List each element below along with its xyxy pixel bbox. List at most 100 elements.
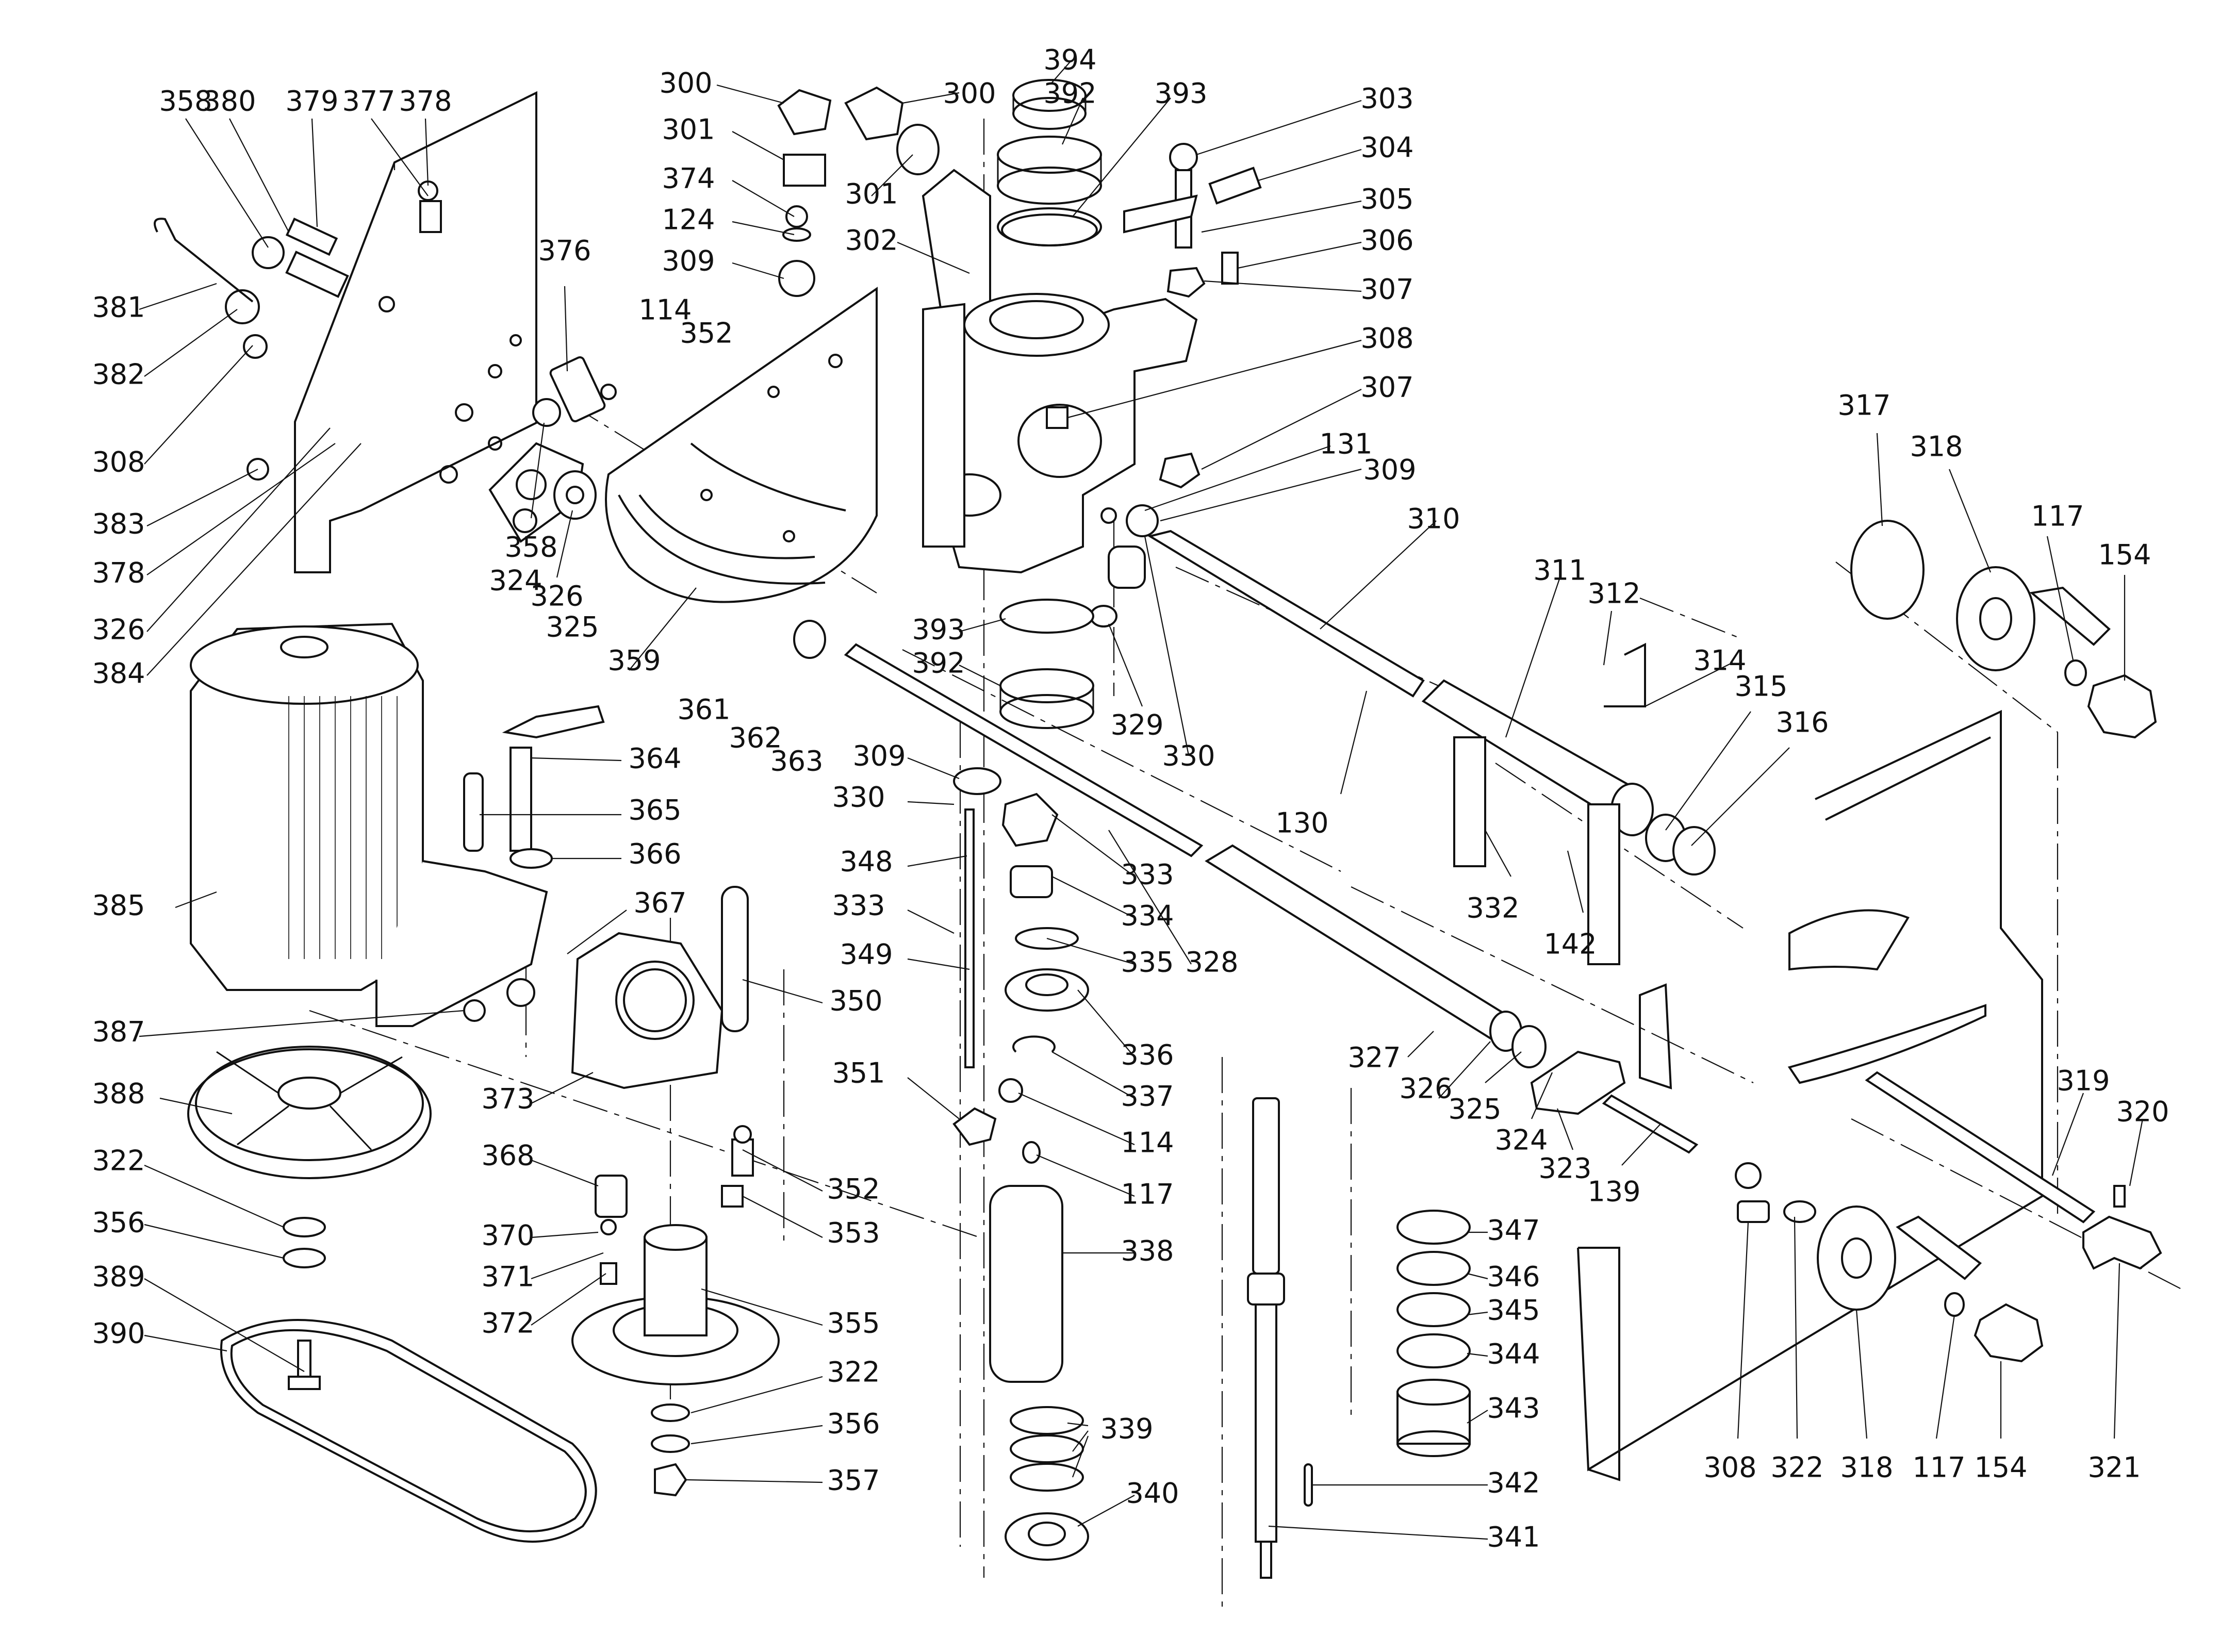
callout-label-131: 131 bbox=[1319, 428, 1372, 460]
callout-label-348: 348 bbox=[840, 846, 893, 878]
callout-label-307: 307 bbox=[1360, 371, 1413, 404]
callout-label-370: 370 bbox=[481, 1219, 534, 1252]
motor-plate-373 bbox=[463, 886, 749, 1089]
callout-label-154: 154 bbox=[1974, 1451, 2027, 1484]
callout-label-330: 330 bbox=[832, 781, 885, 814]
callout-label-330: 330 bbox=[1162, 740, 1215, 772]
callout-label-362: 362 bbox=[729, 722, 782, 754]
callout-label-117: 117 bbox=[2031, 500, 2084, 533]
callout-label-383: 383 bbox=[92, 508, 145, 540]
callout-label-308: 308 bbox=[1360, 322, 1413, 355]
callout-label-325: 325 bbox=[1448, 1093, 1501, 1126]
callout-label-376: 376 bbox=[538, 235, 591, 267]
callout-label-371: 371 bbox=[481, 1261, 534, 1293]
tube-327 bbox=[1205, 844, 1699, 1154]
handwheel-upper bbox=[1850, 520, 2157, 739]
callout-label-322: 322 bbox=[1770, 1451, 1823, 1484]
callout-label-365: 365 bbox=[628, 794, 681, 827]
callout-label-310: 310 bbox=[1407, 503, 1460, 535]
callout-label-361: 361 bbox=[677, 693, 730, 726]
callout-label-349: 349 bbox=[840, 938, 893, 971]
shaft-310 bbox=[1100, 504, 1425, 698]
callout-label-333: 333 bbox=[1121, 858, 1174, 891]
callout-label-356: 356 bbox=[92, 1207, 145, 1239]
spring-stack bbox=[1396, 1210, 1471, 1457]
callout-label-335: 335 bbox=[1121, 946, 1174, 979]
callout-label-315: 315 bbox=[1734, 670, 1787, 703]
callout-label-312: 312 bbox=[1587, 577, 1640, 610]
handwheel-lower bbox=[1735, 1071, 2162, 1363]
callout-label-340: 340 bbox=[1126, 1477, 1179, 1510]
callout-label-314: 314 bbox=[1693, 645, 1746, 677]
callout-label-392: 392 bbox=[1043, 77, 1096, 110]
callout-label-336: 336 bbox=[1121, 1039, 1174, 1071]
pulley-355 bbox=[571, 1125, 780, 1497]
callout-label-318: 318 bbox=[1840, 1451, 1893, 1484]
callout-label-311: 311 bbox=[1533, 554, 1586, 587]
callout-label-378: 378 bbox=[399, 85, 452, 118]
spindle-341 bbox=[1247, 1097, 1313, 1579]
callout-label-321: 321 bbox=[2087, 1451, 2141, 1484]
callout-label-301: 301 bbox=[662, 113, 715, 146]
callout-label-333: 333 bbox=[832, 889, 885, 922]
callout-label-308: 308 bbox=[1703, 1451, 1756, 1484]
eye-bolt-group bbox=[1046, 143, 1262, 489]
callout-label-114: 114 bbox=[1121, 1127, 1174, 1159]
callout-label-328: 328 bbox=[1185, 946, 1238, 979]
callout-label-324: 324 bbox=[1494, 1124, 1548, 1157]
callout-label-372: 372 bbox=[481, 1307, 534, 1340]
callout-label-366: 366 bbox=[628, 838, 681, 870]
callout-label-377: 377 bbox=[342, 85, 395, 118]
motor-385 bbox=[190, 622, 548, 1027]
callout-label-355: 355 bbox=[827, 1307, 880, 1340]
callout-label-342: 342 bbox=[1487, 1467, 1540, 1499]
callout-label-338: 338 bbox=[1121, 1235, 1174, 1267]
callout-label-353: 353 bbox=[827, 1217, 880, 1249]
callout-label-352: 352 bbox=[680, 317, 733, 350]
callout-label-368: 368 bbox=[481, 1139, 534, 1172]
callout-label-367: 367 bbox=[633, 887, 686, 919]
callout-label-379: 379 bbox=[285, 85, 338, 118]
callout-label-374: 374 bbox=[662, 162, 715, 195]
callout-label-358: 358 bbox=[159, 85, 212, 118]
top-rings bbox=[997, 79, 1102, 246]
tube-311 bbox=[1421, 642, 1716, 965]
clamp-lever bbox=[463, 705, 605, 869]
callout-label-325: 325 bbox=[546, 611, 599, 643]
callout-label-378: 378 bbox=[92, 557, 145, 589]
callout-label-300: 300 bbox=[943, 77, 996, 110]
callout-label-301: 301 bbox=[845, 178, 898, 210]
callout-label-344: 344 bbox=[1487, 1338, 1540, 1370]
callout-label-309: 309 bbox=[852, 740, 906, 772]
callout-label-394: 394 bbox=[1043, 44, 1096, 76]
callout-label-352: 352 bbox=[827, 1173, 880, 1205]
callout-label-117: 117 bbox=[1912, 1451, 1965, 1484]
spindle-column-parts bbox=[952, 767, 1089, 1561]
callout-label-393: 393 bbox=[1154, 77, 1207, 110]
callout-label-317: 317 bbox=[1837, 389, 1890, 422]
callout-label-305: 305 bbox=[1360, 183, 1413, 216]
callout-label-393: 393 bbox=[912, 614, 965, 646]
callout-label-357: 357 bbox=[827, 1464, 880, 1497]
bearing-bracket-group bbox=[488, 356, 617, 543]
callout-label-114: 114 bbox=[638, 294, 692, 326]
callout-label-390: 390 bbox=[92, 1317, 145, 1350]
callout-label-392: 392 bbox=[912, 647, 965, 680]
callout-label-388: 388 bbox=[92, 1078, 145, 1110]
callout-label-347: 347 bbox=[1487, 1214, 1540, 1247]
callout-label-300: 300 bbox=[659, 67, 712, 100]
motor-bracket-plate bbox=[294, 91, 537, 573]
callout-label-303: 303 bbox=[1360, 82, 1413, 115]
bevel-gears bbox=[777, 86, 940, 297]
callout-label-308: 308 bbox=[92, 446, 145, 478]
callout-label-327: 327 bbox=[1347, 1042, 1401, 1074]
callout-label-364: 364 bbox=[628, 742, 681, 775]
rod-363 bbox=[793, 599, 1204, 857]
callout-label-359: 359 bbox=[607, 645, 661, 677]
callout-label-345: 345 bbox=[1487, 1294, 1540, 1327]
callout-label-382: 382 bbox=[92, 358, 145, 391]
callout-label-351: 351 bbox=[832, 1057, 885, 1089]
v-belt-390 bbox=[220, 1319, 597, 1543]
